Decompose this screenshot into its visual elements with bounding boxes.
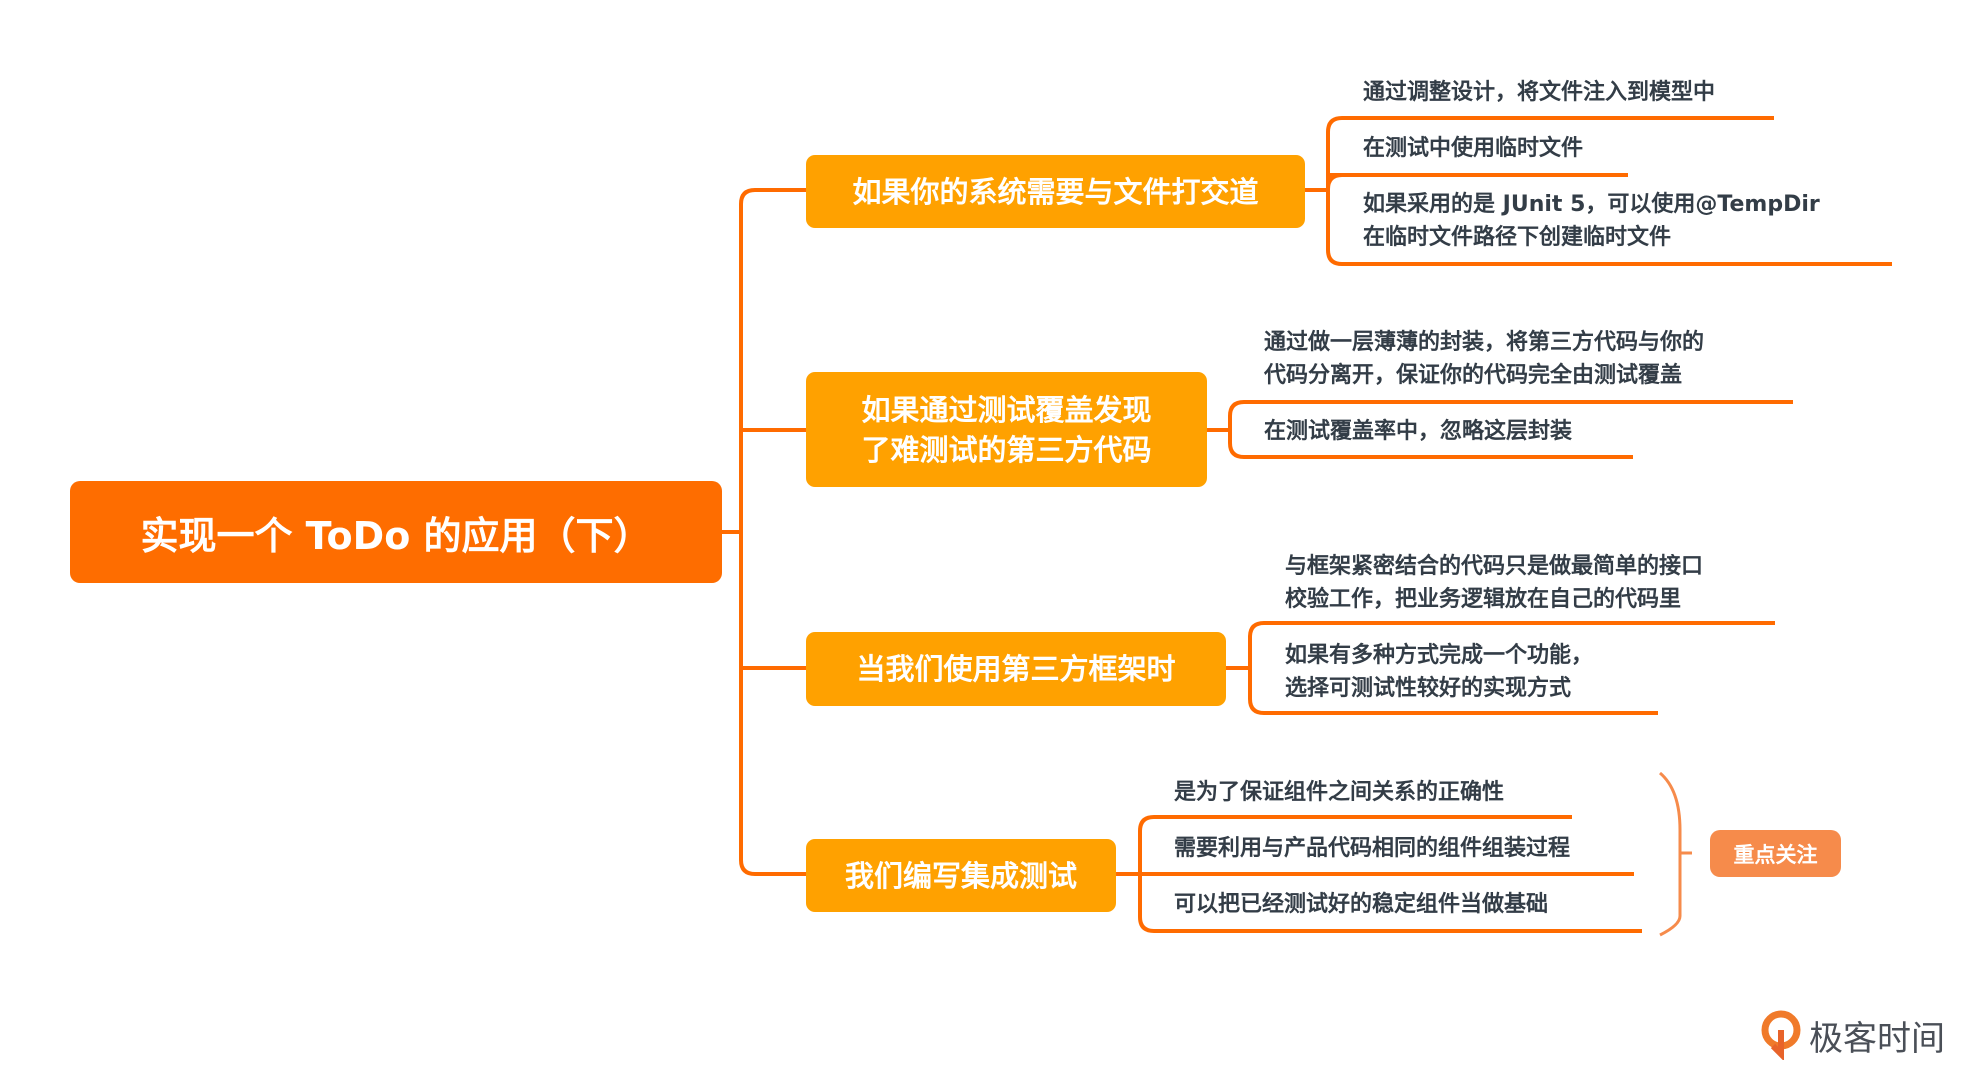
logo-text: 极客时间 xyxy=(1809,1018,1945,1059)
branch-label: 我们编写集成测试 xyxy=(844,858,1077,893)
geektime-logo: 极客时间 xyxy=(1761,1010,1945,1060)
leaf-node: 可以把已经测试好的稳定组件当做基础 xyxy=(1174,892,1549,917)
root-node: 实现一个 ToDo 的应用（下） xyxy=(70,481,722,583)
branch-node-files: 如果你的系统需要与文件打交道 xyxy=(806,155,1305,228)
branch-node-frameworks: 当我们使用第三方框架时 xyxy=(806,632,1226,706)
leaf-node: 是为了保证组件之间关系的正确性 xyxy=(1174,780,1505,805)
branch-label: 如果通过测试覆盖发现 了难测试的第三方代码 xyxy=(861,392,1152,467)
leaf-node: 在测试覆盖率中，忽略这层封装 xyxy=(1264,419,1573,444)
leaf-node: 需要利用与产品代码相同的组件组装过程 xyxy=(1174,836,1571,861)
branch-node-integration-tests: 我们编写集成测试 xyxy=(806,839,1116,912)
leaf-node: 如果采用的是 JUnit 5，可以使用@TempDir 在临时文件路径下创建临时… xyxy=(1363,192,1820,250)
leaf-node: 通过做一层薄薄的封装，将第三方代码与你的 代码分离开，保证你的代码完全由测试覆盖 xyxy=(1264,330,1705,388)
logo-icon xyxy=(1761,1010,1801,1060)
branch-label: 如果你的系统需要与文件打交道 xyxy=(852,174,1259,209)
branch-node-third-party-code: 如果通过测试覆盖发现 了难测试的第三方代码 xyxy=(806,372,1207,487)
leaf-node: 如果有多种方式完成一个功能， 选择可测试性较好的实现方式 xyxy=(1285,643,1594,701)
summary-tag: 重点关注 xyxy=(1710,830,1841,877)
branch-label: 当我们使用第三方框架时 xyxy=(856,652,1176,686)
summary-tag-label: 重点关注 xyxy=(1733,842,1818,867)
leaf-node: 通过调整设计，将文件注入到模型中 xyxy=(1363,80,1716,105)
leaf-node: 在测试中使用临时文件 xyxy=(1363,136,1584,161)
leaf-node: 与框架紧密结合的代码只是做最简单的接口 校验工作，把业务逻辑放在自己的代码里 xyxy=(1285,554,1704,612)
root-title: 实现一个 ToDo 的应用（下） xyxy=(140,513,652,558)
